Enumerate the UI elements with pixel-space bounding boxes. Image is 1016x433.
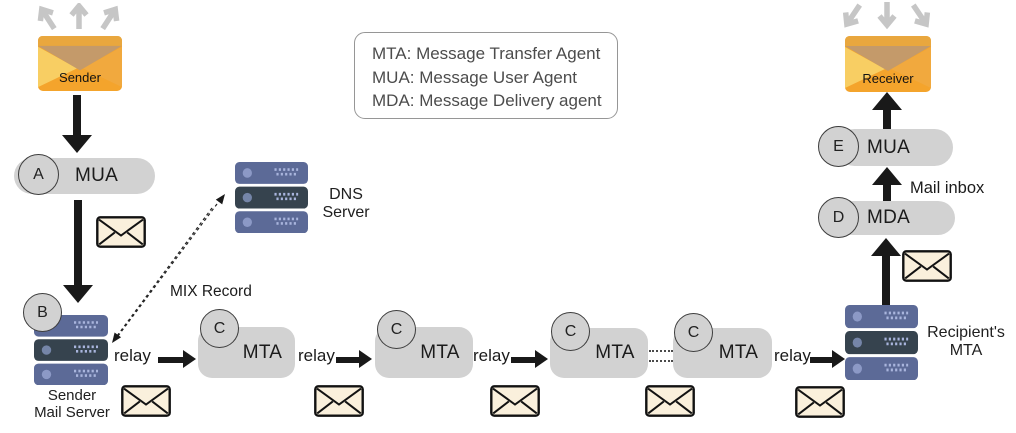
badge-c-2: C [377,310,416,349]
badge-e: E [818,126,859,167]
dns-query-dashed-arrows [112,194,225,343]
mail-envelope-icon [121,385,171,417]
badge-a: A [18,154,59,195]
legend-line-mta: MTA: Message Transfer Agent [372,44,601,63]
mail-inbox-label: Mail inbox [910,179,985,197]
mta-3-label: MTA [595,342,635,363]
legend-line-mda: MDA: Message Delivery agent [372,91,602,110]
dotted-connector-top [649,350,673,352]
arrow-relay-4 [810,350,845,369]
relay-label-3: relay [473,346,510,365]
dns-server-label: DNS Server [322,186,370,221]
relay-label-4: relay [774,346,811,365]
arrow-mda-to-mua [872,167,902,201]
receiver-envelope-icon: Receiver [845,36,931,92]
mix-record-label: MIX Record [170,283,252,300]
badge-b: B [23,293,62,332]
receiver-label: Receiver [862,71,914,86]
mail-envelope-icon [795,386,845,418]
mail-envelope-icon [645,385,695,417]
arrow-mua-to-mailserver [63,200,93,303]
dotted-connector-bottom [649,360,673,362]
badge-c-4: C [674,313,713,352]
badge-c-1: C [200,309,239,348]
mua-sender-label: MUA [75,165,119,186]
mail-envelope-icon [490,385,540,417]
badge-d: D [818,197,859,238]
mta-2-label: MTA [420,341,460,363]
badge-c-3: C [551,312,590,351]
incoming-arrows-icon [840,2,935,30]
mta-4-label: MTA [718,342,759,363]
arrow-server-to-mda [871,238,901,305]
arrow-mua-to-receiver [872,92,902,129]
mua-receiver-label: MUA [867,136,911,158]
legend-line-mua: MUA: Message User Agent [372,67,578,87]
sender-label: Sender [59,70,101,85]
legend-box: MTA: Message Transfer Agent MUA: Message… [354,32,618,119]
recipient-mta-label: Recipient's MTA [927,324,1005,359]
recipient-mta-server-icon [845,305,918,380]
sender-mail-server-label: Sender Mail Server [34,387,110,421]
relay-label-2: relay [298,346,335,365]
arrow-relay-3 [511,350,548,369]
mail-envelope-icon [902,250,952,282]
node-mta-1: MTA [198,327,295,378]
sender-envelope-icon: Sender [38,36,122,91]
relay-label-1: relay [114,346,151,365]
dns-server-icon [235,162,308,233]
mta-1-label: MTA [242,341,283,363]
mail-envelope-icon [314,385,364,417]
arrow-relay-2 [336,350,372,369]
arrow-sender-to-mua [62,95,92,153]
arrow-relay-1 [158,350,196,369]
outgoing-arrows-icon [34,3,124,31]
mda-label: MDA [867,207,911,228]
